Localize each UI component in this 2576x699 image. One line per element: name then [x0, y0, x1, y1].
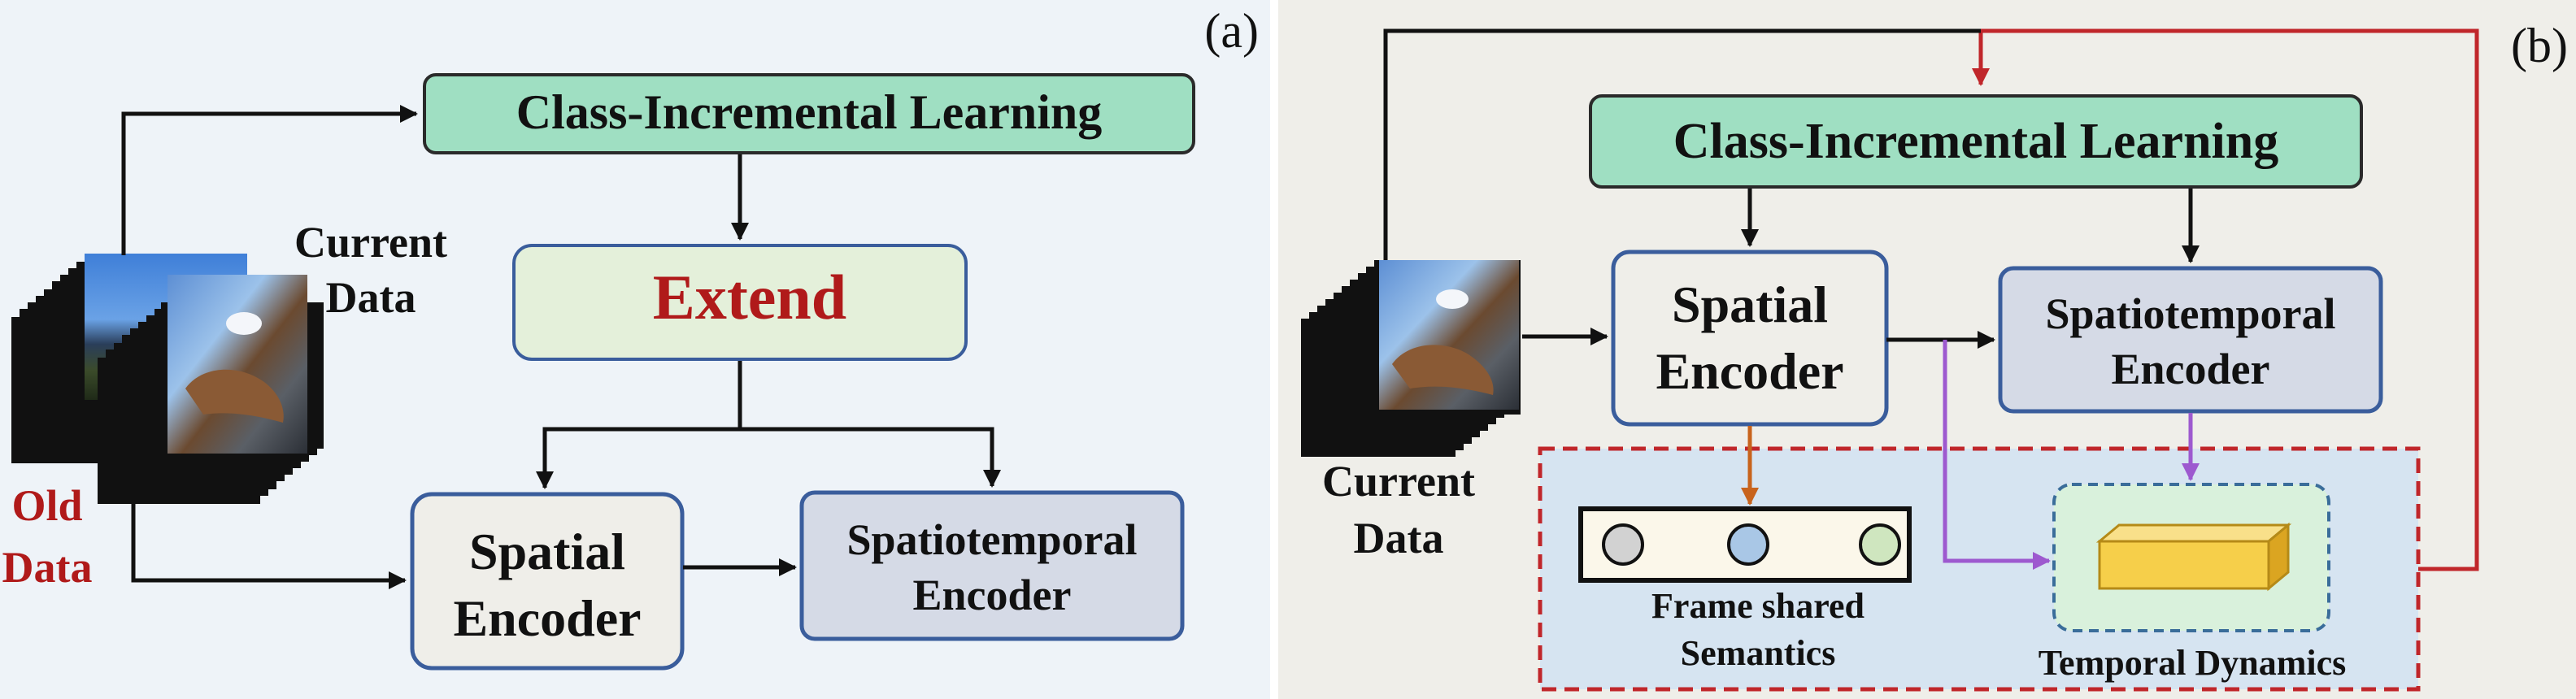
panel-a-spatial-encoder-box	[410, 492, 685, 671]
panel-b-cil-box	[1589, 94, 2363, 189]
panel-a-arrow-old-data-to-spatial	[131, 496, 407, 589]
panel-b-spatial-encoder-line1: Spatial	[1672, 276, 1828, 333]
frame-circle-gray	[1602, 523, 1644, 566]
panel-b-cil-label: Class-Incremental Learning	[1673, 114, 2279, 169]
panel-a-spatiotemporal-encoder-line2: Encoder	[913, 571, 1072, 619]
temporal-dynamics-cuboid	[2095, 522, 2292, 592]
panel-b-spatiotemporal-encoder-line2: Encoder	[2112, 345, 2270, 393]
panel-a-cil-box	[423, 73, 1195, 154]
panel-a-cil-label: Class-Incremental Learning	[516, 85, 1103, 139]
panel-b-arrow-data-to-top	[1383, 28, 1981, 276]
panel-a-extend-box	[512, 244, 968, 361]
panel-b-arrow-spatial-to-temporal	[1943, 340, 2051, 570]
panel-a-tag: (a)	[1204, 4, 1259, 58]
panel-a-extend-label: Extend	[653, 262, 846, 332]
panel-b-tag: (b)	[2511, 19, 2568, 72]
panel-a-current-data-line1: Current	[294, 218, 447, 267]
panel-a-spatiotemporal-encoder-box	[799, 490, 1185, 641]
panel-a-old-data-line2: Data	[2, 543, 93, 592]
panel-a-arrow-data-to-cil	[121, 105, 418, 255]
panel-a-spatiotemporal-encoder-line1: Spatiotemporal	[847, 515, 1138, 564]
frame-shared-semantics-line1: Frame shared	[1651, 586, 1865, 626]
panel-a-current-data-line2: Data	[326, 273, 416, 322]
panel-a-arrow-extend-to-spatiotemporal	[740, 427, 1001, 488]
panel-b-current-data-line1: Current	[1322, 457, 1475, 506]
panel-a-arrow-extend-to-spatial	[536, 361, 742, 489]
panel-a-old-data-line1: Old	[11, 481, 82, 530]
panel-b-spatiotemporal-encoder-line1: Spatiotemporal	[2046, 289, 2336, 338]
frame-shared-semantics-line2: Semantics	[1681, 633, 1836, 673]
panel-b-spatial-encoder-line2: Encoder	[1656, 342, 1843, 400]
panel-b-current-data-line2: Data	[1354, 514, 1444, 562]
panel-a-current-data-frames	[98, 275, 324, 504]
frame-circle-green	[1859, 523, 1901, 566]
panel-b-current-data-frames	[1301, 260, 1521, 457]
panel-b-spatiotemporal-encoder-box	[1998, 266, 2383, 414]
panel-b-red-feedback-loop	[1972, 28, 2479, 571]
panel-a-spatial-encoder-line2: Encoder	[453, 589, 641, 647]
panel-a-spatial-encoder-line1: Spatial	[469, 523, 625, 580]
temporal-dynamics-label: Temporal Dynamics	[2039, 643, 2347, 683]
frame-circle-blue	[1727, 523, 1769, 566]
